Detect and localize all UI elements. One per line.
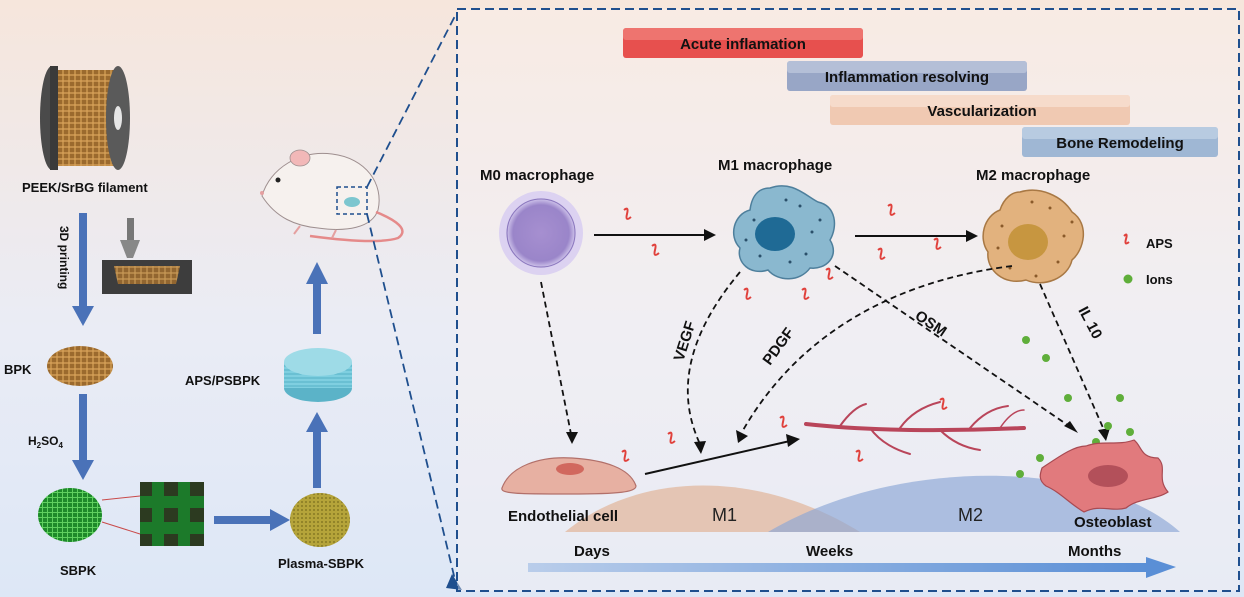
down-arrow-icon	[72, 394, 94, 480]
m2-label: M2 macrophage	[976, 167, 1090, 184]
svg-text:Vascularization: Vascularization	[927, 103, 1036, 120]
filament-label: PEEK/SrBG filament	[22, 180, 148, 195]
m1-hill-label: M1	[712, 505, 737, 525]
m1-label: M1 macrophage	[718, 157, 832, 174]
m1-hill	[565, 485, 860, 532]
svg-text:Acute inflamation: Acute inflamation	[680, 36, 806, 53]
months-label: Months	[1068, 543, 1121, 560]
m0-label: M0 macrophage	[480, 167, 594, 184]
zoom-line-top	[366, 13, 457, 188]
m2-macrophage-icon	[982, 189, 1084, 284]
m0-macrophage-icon	[499, 191, 583, 275]
timeline-arrow-icon	[528, 557, 1176, 578]
osm-arrow	[834, 265, 1073, 429]
weeks-label: Weeks	[806, 543, 853, 560]
up-arrow-icon	[306, 262, 328, 334]
phase-bar-resolving: Inflammation resolving	[787, 61, 1027, 91]
osteoblast-label: Osteoblast	[1074, 514, 1152, 531]
endothelial-label: Endothelial cell	[508, 508, 618, 525]
m1-macrophage-icon	[732, 185, 836, 280]
zoom-line-bottom	[366, 213, 457, 585]
phase-bar-vascularization: Vascularization	[830, 95, 1130, 125]
rat-icon	[260, 149, 404, 243]
endothelial-to-vessel-arrow	[644, 440, 791, 475]
aps-label: APS/PSBPK	[185, 373, 261, 388]
osteoblast-icon	[1039, 439, 1169, 513]
pdgf-arrow	[741, 265, 1013, 433]
phase-bar-acute: Acute inflamation	[623, 28, 863, 58]
m0-to-endothelial-arrow	[540, 281, 572, 435]
printer-icon	[102, 218, 192, 294]
sbpk-label: SBPK	[60, 563, 97, 578]
up-arrow-icon	[306, 412, 328, 488]
blood-vessel-icon	[804, 401, 1026, 455]
plasma-label: Plasma-SBPK	[278, 556, 365, 571]
implant-site-box	[336, 186, 368, 215]
acid-label: H2SO4	[28, 434, 63, 450]
bpk-scaffold-icon	[47, 346, 113, 386]
printing-label: 3D printing	[57, 226, 71, 289]
vegf-arrow	[686, 271, 741, 445]
plasma-sbpk-icon	[290, 493, 350, 547]
right-arrow-icon	[214, 509, 290, 531]
bpk-label: BPK	[4, 362, 32, 377]
ions-legend-label: Ions	[1146, 272, 1173, 287]
sbpk-scaffold-icon	[38, 488, 102, 542]
down-arrow-icon	[72, 213, 94, 326]
phase-bar-bone-remodeling: Bone Remodeling	[1022, 127, 1218, 157]
aps-legend-icon	[1123, 233, 1130, 245]
sbpk-microstructure-icon	[140, 482, 204, 546]
aps-psbpk-icon	[284, 348, 352, 402]
il10-arrow	[1039, 283, 1105, 431]
days-label: Days	[574, 543, 610, 560]
implant-icon	[344, 197, 360, 207]
aps-particles	[621, 203, 948, 462]
svg-text:Bone Remodeling: Bone Remodeling	[1056, 135, 1184, 152]
filament-spool-icon	[40, 66, 130, 170]
endothelial-cell-icon	[501, 457, 637, 495]
aps-legend-label: APS	[1146, 236, 1173, 251]
m2-hill-label: M2	[958, 505, 983, 525]
ions-legend-icon	[1123, 274, 1133, 284]
svg-text:Inflammation resolving: Inflammation resolving	[825, 69, 989, 86]
